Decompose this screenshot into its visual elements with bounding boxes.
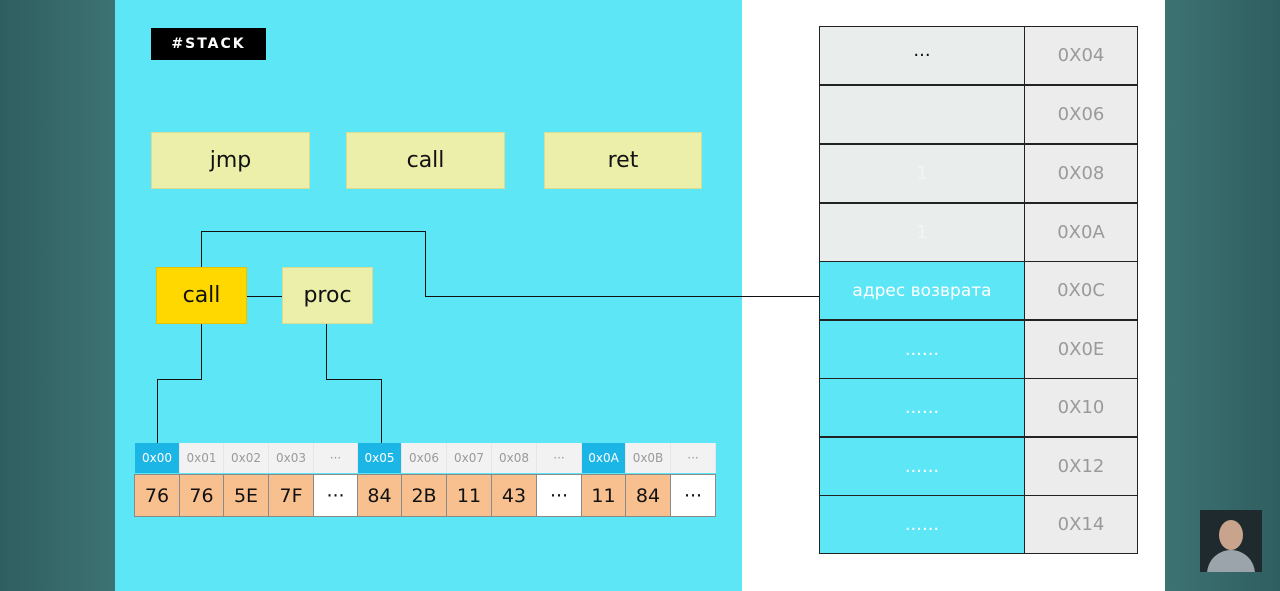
background-right [1165, 0, 1280, 591]
stack-address-cell: 0X0A [1024, 203, 1138, 262]
connector-wire [425, 231, 426, 297]
stack-address-cell: 0X04 [1024, 26, 1138, 85]
connector-wire [157, 379, 202, 380]
connector-wire [381, 379, 382, 443]
stack-value-cell: 1 [819, 144, 1025, 203]
memory-address: 0x08 [492, 443, 537, 473]
stack-return-address-cell: адрес возврата [819, 261, 1025, 320]
memory-value: 11 [582, 474, 626, 517]
stack-value-cell: ...... [819, 437, 1025, 496]
stack-value-cell: ...... [819, 495, 1025, 554]
memory-address: ··· [314, 443, 358, 473]
stack-address-cell: 0X0C [1024, 261, 1138, 320]
connector-wire [246, 296, 283, 297]
memory-value: ··· [537, 474, 582, 517]
stack-tag: #STACK [151, 28, 266, 60]
stack-address-cell: 0X06 [1024, 85, 1138, 144]
memory-value: 5E [224, 474, 269, 517]
stack-address-cell: 0X14 [1024, 495, 1138, 554]
memory-value: 43 [492, 474, 537, 517]
ret-box: ret [544, 132, 702, 189]
connector-wire [326, 323, 327, 380]
memory-address: 0x07 [447, 443, 492, 473]
memory-value: 7F [269, 474, 314, 517]
memory-address: 0x0B [626, 443, 671, 473]
memory-address: 0x03 [269, 443, 314, 473]
memory-address: 0x06 [402, 443, 447, 473]
connector-wire [201, 323, 202, 380]
presenter-webcam [1200, 510, 1262, 572]
connector-wire [157, 379, 158, 443]
memory-value: 11 [447, 474, 492, 517]
memory-value: 84 [358, 474, 402, 517]
stack-value-cell: 1 [819, 203, 1025, 262]
call-instruction-box: call [156, 267, 247, 324]
stack-address-cell: 0X0E [1024, 320, 1138, 379]
memory-value: 2B [402, 474, 447, 517]
connector-wire [326, 379, 382, 380]
call-box: call [346, 132, 505, 189]
stack-address-cell: 0X08 [1024, 144, 1138, 203]
stack-value-cell: ...... [819, 320, 1025, 379]
memory-value: 76 [180, 474, 224, 517]
memory-value: ··· [671, 474, 716, 517]
memory-value: ··· [314, 474, 358, 517]
stack-address-cell: 0X12 [1024, 437, 1138, 496]
memory-value: 76 [134, 474, 180, 517]
jmp-box: jmp [151, 132, 310, 189]
memory-address: 0x02 [224, 443, 269, 473]
proc-box: proc [282, 267, 373, 324]
background-left [0, 0, 115, 591]
memory-address: 0x01 [180, 443, 224, 473]
memory-address: 0x00 [135, 443, 180, 473]
stack-value-cell: ...... [819, 378, 1025, 437]
memory-address: 0x05 [358, 443, 402, 473]
memory-value: 84 [626, 474, 671, 517]
stack-address-cell: 0X10 [1024, 378, 1138, 437]
stack-value-cell [819, 85, 1025, 144]
memory-address: 0x0A [582, 443, 626, 473]
connector-wire [201, 231, 426, 232]
stack-value-cell: ··· [819, 26, 1025, 85]
memory-address: ··· [671, 443, 716, 473]
return-address-wire [425, 296, 820, 297]
memory-address: ··· [537, 443, 582, 473]
connector-wire [201, 231, 202, 268]
